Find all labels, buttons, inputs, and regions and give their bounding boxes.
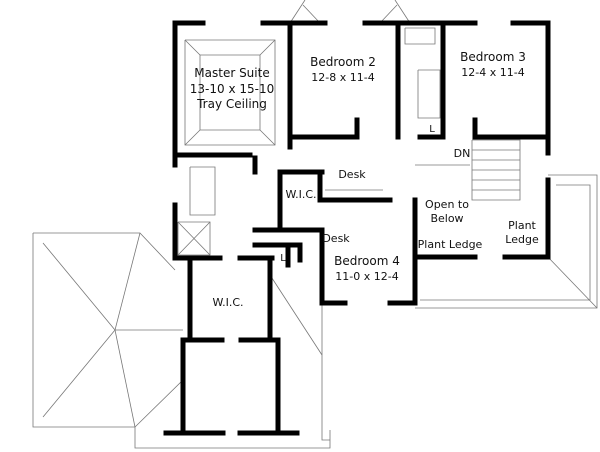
- thin-line-5: [259, 129, 276, 146]
- thin-line-22: [302, 4, 321, 24]
- wic-lower-label: W.I.C.: [212, 296, 244, 309]
- room-name-bedroom-4: Bedroom 4: [334, 254, 400, 268]
- walls: [163, 20, 551, 436]
- open-to-below-label: Open to: [425, 198, 469, 211]
- thin-line-2: [184, 39, 201, 56]
- thin-line-9: [177, 221, 211, 256]
- wic-upper-label: W.I.C.: [285, 188, 317, 201]
- plant-ledge-label-2: Plant: [508, 219, 536, 232]
- thin-line-32: [420, 184, 591, 301]
- thin-line-33: [269, 274, 323, 356]
- thin-line-6: [189, 166, 216, 216]
- thin-line-11: [417, 69, 441, 119]
- thin-line-21: [394, 0, 411, 24]
- room-size-bedroom-4: 11-0 x 12-4: [335, 270, 399, 283]
- fixtures-and-ledges: [32, 0, 598, 449]
- room-size-bedroom-2: 12-8 x 11-4: [311, 71, 375, 84]
- thin-line-20: [289, 0, 306, 24]
- desk-bedroom4-label: Desk: [322, 232, 350, 245]
- thin-line-30: [415, 174, 598, 309]
- linen-closet-label-2: L: [280, 253, 286, 264]
- thin-line-26: [42, 242, 116, 418]
- desk-hall-label: Desk: [338, 168, 366, 181]
- thin-line-23: [379, 4, 398, 24]
- thin-line-29: [134, 427, 331, 449]
- thin-line-24: [33, 232, 176, 271]
- plant-ledge-label-2b: Ledge: [505, 233, 539, 246]
- open-to-below-label-2: Below: [430, 212, 464, 225]
- room-size-bedroom-3: 12-4 x 11-4: [461, 66, 525, 79]
- room-name-bedroom-2: Bedroom 2: [310, 55, 376, 69]
- thin-line-31: [545, 254, 598, 309]
- room-size-master-suite: 13-10 x 15-10: [189, 82, 275, 96]
- room-name-bedroom-3: Bedroom 3: [460, 50, 526, 64]
- stairs-down-label: DN: [453, 147, 471, 160]
- room-note-master-suite: Tray Ceiling: [197, 97, 267, 111]
- thin-line-3: [259, 39, 276, 56]
- thin-line-4: [184, 129, 201, 146]
- plant-ledge-label: Plant Ledge: [417, 238, 483, 251]
- thin-line-34: [321, 303, 330, 441]
- thin-line-10: [404, 27, 436, 45]
- room-name-master-suite: Master Suite: [194, 66, 270, 80]
- linen-closet-label: L: [429, 124, 435, 135]
- thin-line-25: [32, 233, 184, 428]
